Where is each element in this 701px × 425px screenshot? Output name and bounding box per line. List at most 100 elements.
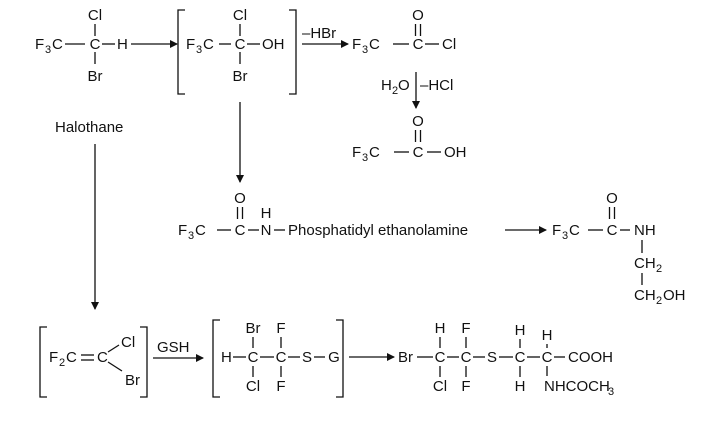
atom-nh: NH [634,222,656,239]
atom-f: F [35,36,44,53]
atom-c: C [203,36,214,53]
trifluoroacetyl-phosphatidylethanolamine: O H F 3 C C N Phosphatidyl ethanolamine [178,190,468,242]
atom-cl: Cl [121,334,135,351]
reagent-h: H [381,77,392,94]
atom-nhcoch: NHCOCH [544,378,610,395]
bracket-right [140,326,148,398]
atom-s: S [302,349,312,366]
subscript-3: 3 [362,44,368,56]
atom-br: Br [88,68,103,85]
subscript-3: 3 [196,44,202,56]
atom-c: C [569,222,580,239]
atom-c: C [369,144,380,161]
atom-oh: OH [262,36,285,53]
subscript-2: 2 [392,85,398,97]
atom-c: C [97,349,108,366]
atom-cooh: COOH [568,349,613,366]
atom-f: F [352,144,361,161]
atom-h: H [261,205,272,222]
atom-o: O [234,190,246,207]
trifluoroacetic-acid: O F 3 C C OH [352,113,467,164]
atom-ch2: CH [634,255,656,272]
atom-f: F [186,36,195,53]
reagent-o: O [398,77,410,94]
atom-c: C [369,36,380,53]
subscript-2: 2 [59,357,65,369]
atom-br: Br [233,68,248,85]
subscript-3: 3 [362,152,368,164]
atom-oh: OH [444,144,467,161]
atom-c: C [413,144,424,161]
atom-h: H [515,378,526,395]
bracket-right [289,9,297,95]
atom-c: C [276,349,287,366]
atom-h: H [117,36,128,53]
atom-c: C [66,349,77,366]
atom-n: N [261,222,272,239]
atom-f: F [49,349,58,366]
subscript-3: 3 [188,230,194,242]
atom-cl: Cl [233,7,247,24]
atom-br: Br [398,349,413,366]
atom-c: C [52,36,63,53]
atom-oh: OH [663,287,686,304]
atom-o: O [412,7,424,24]
atom-f: F [461,320,470,337]
atom-f: F [552,222,561,239]
atom-c: C [235,222,246,239]
bracket-left [212,319,220,398]
atom-h: H [515,322,526,339]
atom-o: O [412,113,424,130]
atom-h: H [542,327,553,344]
trifluoroacetyl-ethanolamine: O F 3 C C NH CH 2 CH 2 OH [552,190,686,307]
subscript-2: 2 [656,263,662,275]
atom-c: C [90,36,101,53]
atom-c: C [248,349,259,366]
reagent-gsh: GSH [157,339,190,356]
reagent-minus-hcl: –HCl [420,77,453,94]
atom-ch2: CH [634,287,656,304]
atom-br: Br [125,372,140,389]
atom-s: S [487,349,497,366]
atom-c: C [461,349,472,366]
atom-cl: Cl [433,378,447,395]
subscript-2: 2 [656,295,662,307]
atom-br: Br [246,320,261,337]
bracket-left [39,326,47,398]
atom-c: C [235,36,246,53]
atom-f: F [276,320,285,337]
atom-h: H [435,320,446,337]
atom-c: C [435,349,446,366]
atom-f: F [352,36,361,53]
reagent-water: H 2 O [381,77,410,97]
halothane-structure: Cl F 3 C C H Br [35,7,128,85]
halothane-label: Halothane [55,119,123,136]
atom-h: H [221,349,232,366]
chlorodifluoroethylene: F 2 C C Cl Br [49,334,140,389]
atom-cl: Cl [246,378,260,395]
atom-g: G [328,349,340,366]
subscript-3: 3 [562,230,568,242]
subscript-3: 3 [608,386,614,398]
atom-f: F [178,222,187,239]
atom-f: F [461,378,470,395]
atom-f: F [276,378,285,395]
atom-c: C [413,36,424,53]
reagent-minus-hbr: –HBr [302,25,336,42]
bracket-left [177,9,185,95]
phosphatidyl-ethanolamine-text: Phosphatidyl ethanolamine [288,222,468,239]
atom-c: C [195,222,206,239]
bracket-right [336,319,344,398]
atom-c: C [542,349,553,366]
cysteine-conjugate: H F H H Br C C S C C COOH Cl F H NHCOCH … [398,320,614,398]
atom-c: C [515,349,526,366]
atom-cl: Cl [88,7,102,24]
atom-o: O [606,190,618,207]
trifluoroacetyl-chloride: O F 3 C C Cl [352,7,456,56]
glutathione-conjugate: Br F H C C S G Cl F [221,320,340,395]
subscript-3: 3 [45,44,51,56]
atom-cl: Cl [442,36,456,53]
intermediate-structure: Cl F 3 C C OH Br [186,7,285,85]
atom-c: C [607,222,618,239]
